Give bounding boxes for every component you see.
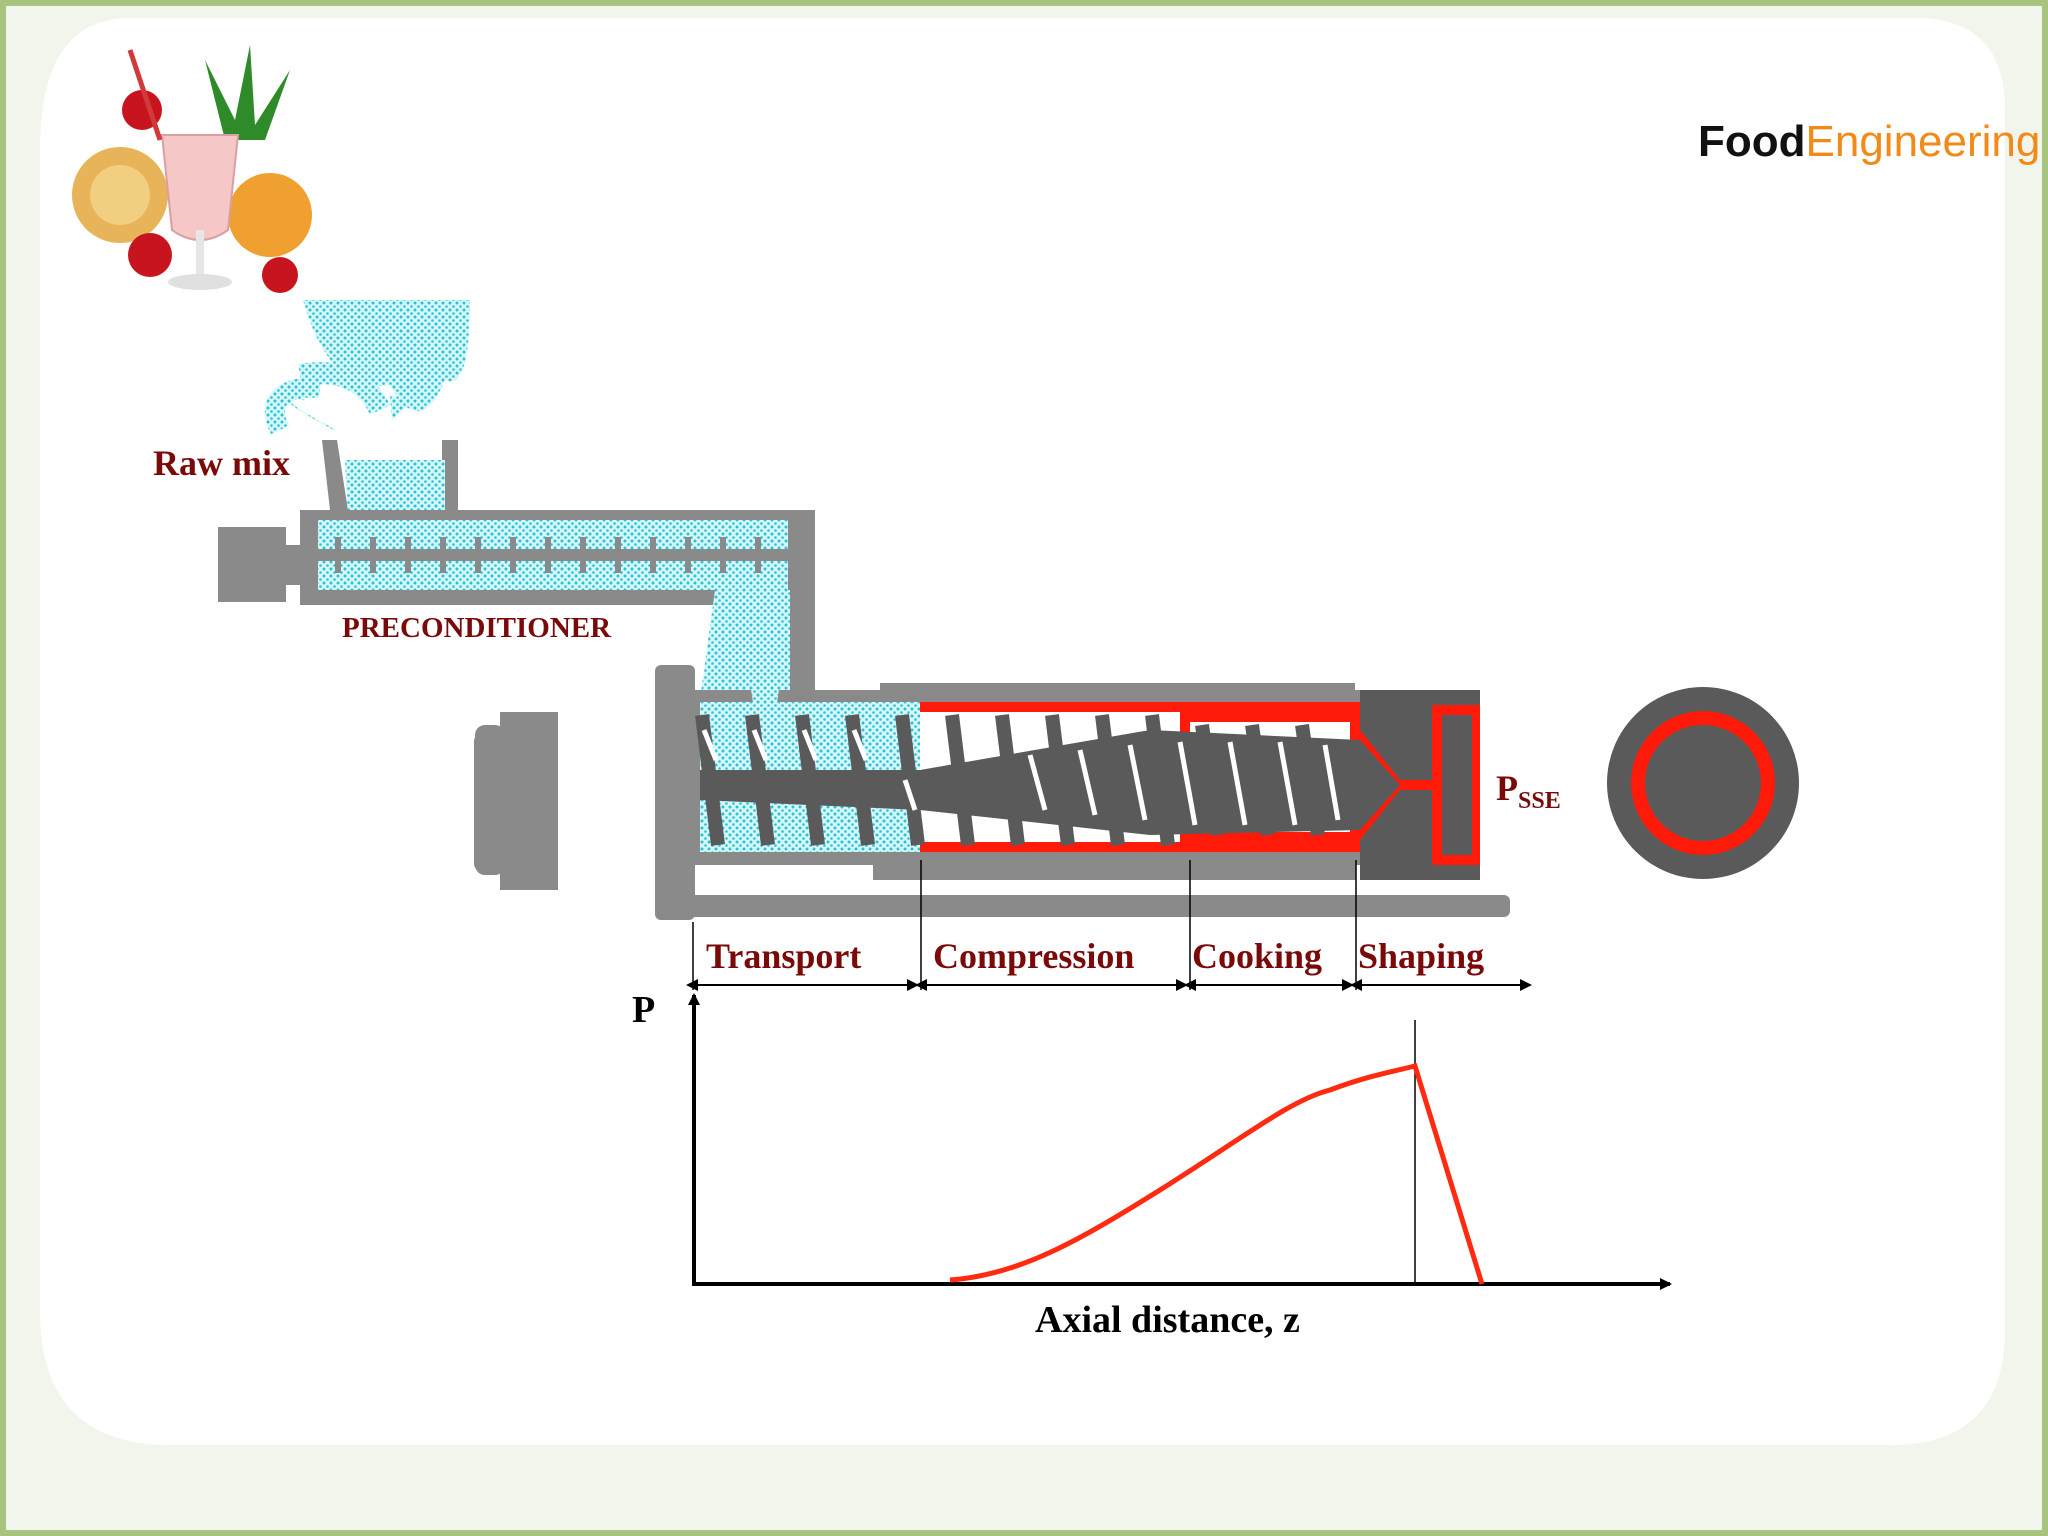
pressure-curve (949, 1062, 1485, 1285)
zone-label-shaping: Shaping (1358, 936, 1484, 976)
zone-label-cooking: Cooking (1192, 936, 1322, 976)
preconditioner-label: PRECONDITIONER (342, 612, 612, 644)
feed-arrow (265, 377, 321, 435)
x-axis-label: Axial distance, z (1035, 1299, 1300, 1341)
extruder (474, 620, 1510, 920)
pressure-profile-graph: P Axial distance, z (632, 989, 1672, 1341)
zone-label-transport: Transport (706, 936, 861, 976)
die-pressure-label: PSSE (1496, 768, 1561, 814)
zone-dividers (692, 860, 1357, 990)
raw-mix-label: Raw mix (153, 443, 290, 483)
fruit-smoothie-icon (72, 45, 312, 293)
preconditioner (218, 300, 815, 700)
extrudate-cross-section (1607, 687, 1799, 879)
zone-label-compression: Compression (933, 936, 1134, 976)
y-axis-label: P (632, 989, 655, 1031)
brand-logo: FoodEngineering (1698, 117, 2040, 166)
